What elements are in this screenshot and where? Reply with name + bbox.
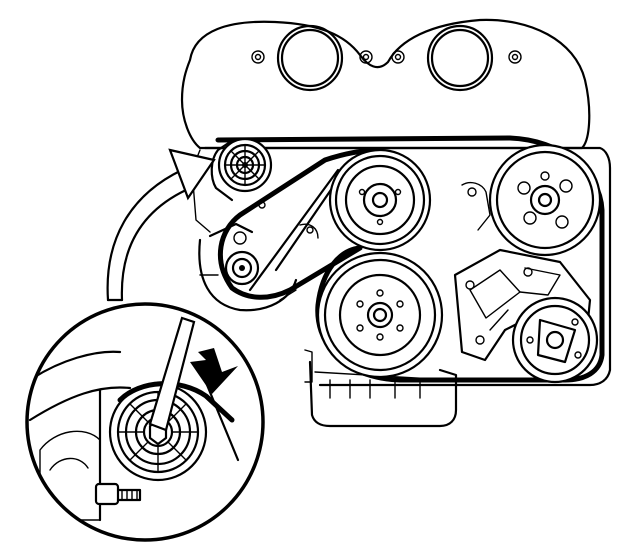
bolt-icon — [94, 482, 142, 506]
alternator-pulley — [328, 148, 432, 252]
idler-pulley — [224, 250, 260, 286]
ac-compressor-pulley — [511, 296, 599, 384]
drive-belt — [215, 135, 605, 383]
rotation-arrow-icon — [106, 148, 216, 302]
cylinder-head-cover — [180, 18, 591, 150]
crankshaft-pulley — [316, 251, 444, 379]
water-pump-pulley — [488, 143, 602, 257]
tensioner-pulley — [217, 137, 273, 193]
tension-direction-arrow-icon — [190, 348, 238, 394]
bracket-pulley — [198, 222, 298, 312]
detail-magnifier-circle — [25, 302, 265, 542]
